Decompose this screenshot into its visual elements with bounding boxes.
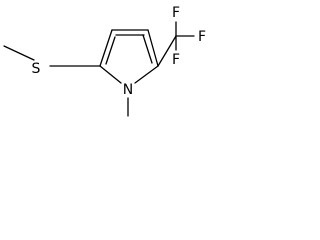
fluorine-bottom-label: F xyxy=(172,52,180,68)
bond-c2-c3-inner xyxy=(105,36,116,65)
fluorine-top-label: F xyxy=(172,5,180,21)
molecule-structure: S N F F F xyxy=(3,5,206,117)
bond-c5-cf3 xyxy=(157,35,177,67)
bond-s-methyl xyxy=(3,45,35,61)
bond-c2-c3 xyxy=(99,29,113,67)
bond-c5-n1 xyxy=(134,65,159,84)
bond-c4-c5 xyxy=(147,29,159,67)
nitrogen-label: N xyxy=(123,82,133,98)
bond-c4-c5-inner xyxy=(142,34,153,64)
sulfur-label: S xyxy=(32,61,41,77)
fluorine-right-label: F xyxy=(198,29,206,45)
bond-n1-c2 xyxy=(99,65,122,84)
